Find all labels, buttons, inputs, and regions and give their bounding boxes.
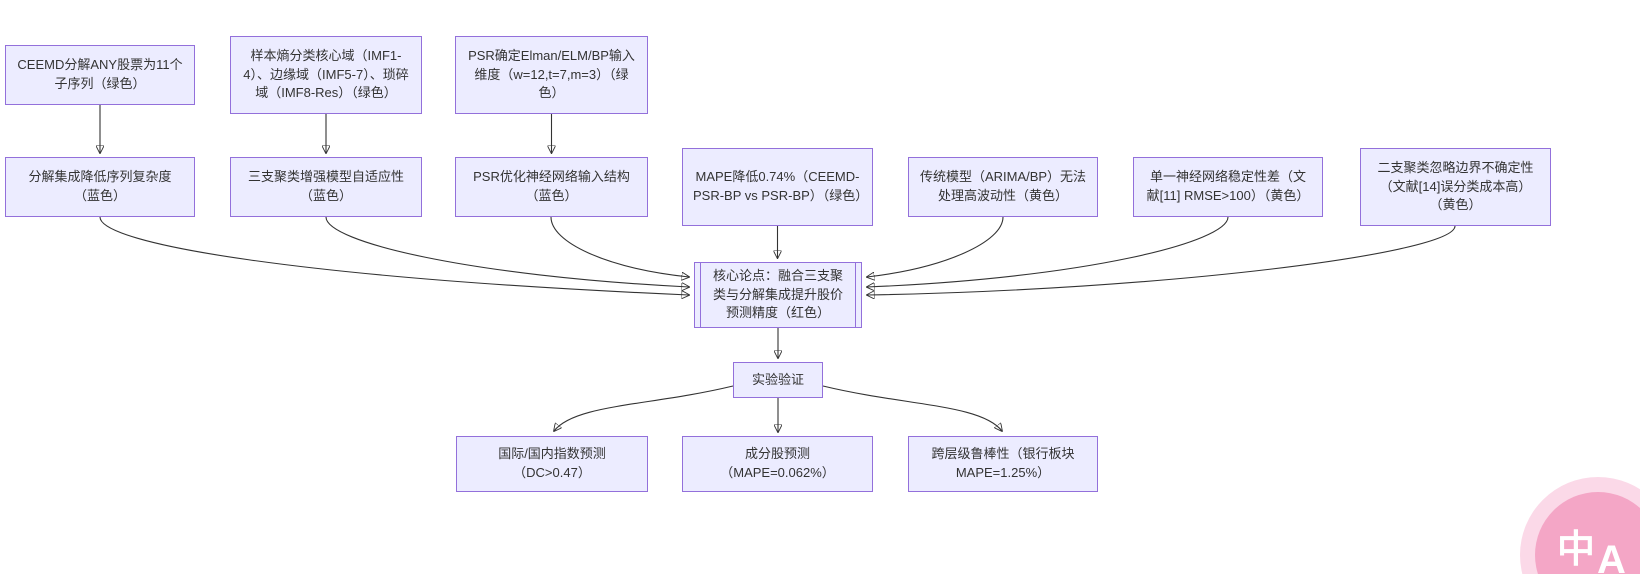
node-label: 实验验证 (751, 371, 804, 387)
node-label: 二支聚类忽略边界不确定性（文献[14]误分类成本高）（黄色） (1377, 159, 1534, 213)
node-ceemd-decompose: CEEMD分解ANY股票为11个子序列（绿色） (5, 45, 195, 105)
node-label: 国际/国内指数预测（DC>0.47） (498, 446, 606, 480)
node-label: MAPE降低0.74%（CEEMD-PSR-BP vs PSR-BP）（绿色） (693, 169, 869, 203)
node-label: 单一神经网络稳定性差（文献[11] RMSE>100）（黄色） (1146, 169, 1310, 203)
translate-zh-glyph: 中 (1557, 529, 1596, 571)
edge-exp-c3 (822, 385, 1002, 431)
node-three-way-clustering-adaptivity: 三支聚类增强模型自适应性（蓝色） (230, 157, 422, 217)
node-label: 三支聚类增强模型自适应性（蓝色） (247, 169, 404, 203)
subroutine-right-bar (855, 263, 856, 327)
edge-b5-core (867, 216, 1004, 277)
node-two-way-clustering-limit: 二支聚类忽略边界不确定性（文献[14]误分类成本高）（黄色） (1360, 148, 1551, 226)
node-psr-optimizes-input-structure: PSR优化神经网络输入结构（蓝色） (455, 157, 648, 217)
node-label: 样本熵分类核心域（IMF1-4）、边缘域（IMF5-7）、琐碎域（IMF8-Re… (243, 47, 409, 101)
subroutine-left-bar (700, 263, 701, 327)
translate-en-glyph: A (1597, 538, 1626, 574)
node-label: PSR确定Elman/ELM/BP输入维度（w=12,t=7,m=3）（绿色） (468, 47, 635, 101)
node-constituent-stock-forecast: 成分股预测（MAPE=0.062%） (682, 436, 873, 492)
edge-b1-core (99, 216, 689, 295)
node-label: CEEMD分解ANY股票为11个子序列（绿色） (17, 57, 183, 91)
node-label: 核心论点：融合三支聚类与分解集成提升股价预测精度（红色） (712, 267, 843, 321)
node-cross-level-robustness: 跨层级鲁棒性（银行板块MAPE=1.25%） (908, 436, 1098, 492)
node-label: 传统模型（ARIMA/BP）无法处理高波动性（黄色） (919, 169, 1087, 203)
node-index-forecast: 国际/国内指数预测（DC>0.47） (456, 436, 648, 492)
node-traditional-model-limit: 传统模型（ARIMA/BP）无法处理高波动性（黄色） (908, 157, 1098, 217)
node-sample-entropy-domains: 样本熵分类核心域（IMF1-4）、边缘域（IMF5-7）、琐碎域（IMF8-Re… (230, 36, 422, 114)
edge-b7-core (867, 225, 1456, 295)
node-label: 跨层级鲁棒性（银行板块MAPE=1.25%） (931, 446, 1075, 480)
edge-b2-core (325, 216, 689, 287)
node-label: PSR优化神经网络输入结构（蓝色） (473, 169, 630, 203)
node-label: 分解集成降低序列复杂度（蓝色） (28, 169, 172, 203)
node-psr-input-dimension: PSR确定Elman/ELM/BP输入维度（w=12,t=7,m=3）（绿色） (455, 36, 648, 114)
edge-exp-c1 (554, 385, 734, 431)
edge-b3-core (550, 216, 689, 277)
translate-badge-button[interactable]: 中 A (1535, 492, 1640, 574)
node-label: 成分股预测（MAPE=0.062%） (720, 446, 835, 480)
node-decomposition-reduces-complexity: 分解集成降低序列复杂度（蓝色） (5, 157, 195, 217)
node-core-thesis: 核心论点：融合三支聚类与分解集成提升股价预测精度（红色） (694, 262, 862, 328)
node-single-nn-instability: 单一神经网络稳定性差（文献[11] RMSE>100）（黄色） (1133, 157, 1323, 217)
node-mape-improvement: MAPE降低0.74%（CEEMD-PSR-BP vs PSR-BP）（绿色） (682, 148, 873, 226)
node-experiment-validation: 实验验证 (733, 362, 823, 398)
translate-badge-halo: 中 A (1520, 477, 1640, 574)
edge-b6-core (867, 216, 1229, 287)
